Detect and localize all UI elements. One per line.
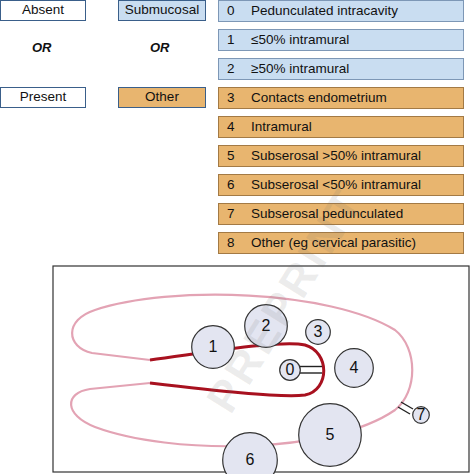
pedicle-line (398, 407, 410, 414)
class-description: ≤50% intramural (251, 33, 349, 48)
fibroid-circle: 5 (298, 403, 362, 467)
fibroid-shape (223, 433, 278, 474)
category-box: Absent (0, 0, 86, 21)
fibroid-circle: 3 (305, 319, 331, 345)
class-number: 5 (227, 149, 251, 164)
category-label: Other (145, 90, 179, 105)
fibroid-shape (335, 349, 374, 388)
or-label: OR (32, 40, 52, 55)
fibroid-circle: 0 (279, 359, 301, 381)
fibroid-circle: 4 (334, 348, 374, 388)
class-number: 6 (227, 178, 251, 193)
class-description: Pedunculated intracavity (251, 4, 398, 19)
callout-number: 0 (286, 361, 295, 379)
callout-number: 5 (326, 426, 335, 444)
class-description: ≥50% intramural (251, 62, 349, 77)
fibroid-circle: 6 (222, 432, 278, 474)
fibroid-shape (299, 404, 362, 467)
class-number: 1 (227, 33, 251, 48)
pedicle-line (401, 402, 413, 409)
class-number: 3 (227, 91, 251, 106)
category-label: Present (20, 90, 67, 105)
class-number: 4 (227, 120, 251, 135)
callout-number: 6 (246, 451, 255, 469)
class-description: Intramural (251, 120, 312, 135)
class-row: 5Subserosal >50% intramural (218, 145, 464, 167)
pedicle-line (300, 366, 322, 367)
fibroid-shape (306, 320, 331, 345)
category-box: Other (118, 87, 206, 108)
category-label: Absent (22, 3, 64, 18)
callout-number: 4 (350, 359, 359, 377)
class-number: 0 (227, 4, 251, 19)
class-row: 1≤50% intramural (218, 29, 464, 51)
class-number: 7 (227, 207, 251, 222)
fibroid-shape (413, 407, 430, 424)
class-description: Contacts endometrium (251, 91, 387, 106)
callout-number: 1 (209, 338, 218, 356)
class-row: 3Contacts endometrium (218, 87, 464, 109)
fibroid-shape (280, 360, 301, 381)
class-number: 8 (227, 236, 251, 251)
pedicle-line (300, 372, 322, 373)
class-description: Subserosal >50% intramural (251, 149, 421, 164)
fibroid-circle: 7 (412, 406, 430, 424)
or-label: OR (150, 40, 170, 55)
category-label: Submucosal (125, 3, 199, 18)
class-row: 4Intramural (218, 116, 464, 138)
class-row: 2≥50% intramural (218, 58, 464, 80)
callout-number: 7 (417, 406, 426, 424)
class-row: 0Pedunculated intracavity (218, 0, 464, 22)
class-number: 2 (227, 62, 251, 77)
category-box: Submucosal (118, 0, 206, 21)
callout-number: 3 (314, 323, 323, 341)
category-box: Present (0, 87, 86, 108)
